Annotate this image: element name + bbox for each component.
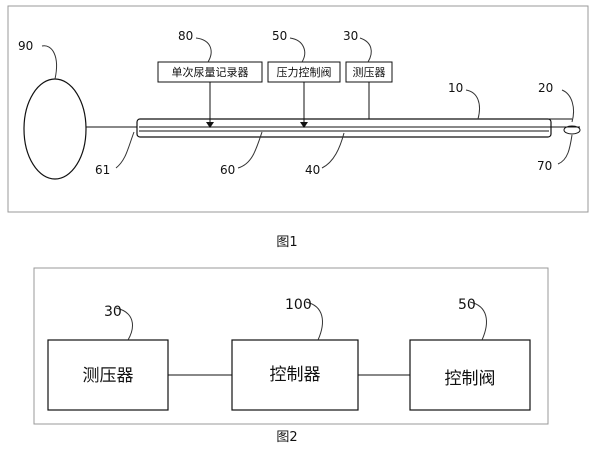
fig2-control-valve-label: 控制阀 <box>445 369 496 389</box>
ref-10: 10 <box>448 81 463 95</box>
ref-80: 80 <box>178 29 193 43</box>
recorder-arrowhead <box>206 122 214 128</box>
leader-50 <box>289 37 306 63</box>
balloon-70 <box>563 125 581 135</box>
leader-70 <box>557 134 573 165</box>
recorder-label: 单次尿量记录器 <box>172 65 249 79</box>
ref-70: 70 <box>537 159 552 173</box>
manometer-label: 测压器 <box>353 66 386 79</box>
fig2-ref-100: 100 <box>285 297 312 313</box>
leader-90 <box>41 45 57 80</box>
fig2-ref-30: 30 <box>104 304 122 320</box>
figure1-caption: 图1 <box>276 235 297 250</box>
ref-60: 60 <box>220 163 235 177</box>
pressure-valve-label: 压力控制阀 <box>277 65 332 79</box>
ref-20: 20 <box>538 81 553 95</box>
leader-fig2-100 <box>305 301 323 341</box>
ref-90: 90 <box>18 39 33 53</box>
leader-80 <box>195 37 212 63</box>
leader-40 <box>321 132 345 169</box>
ref-50: 50 <box>272 29 287 43</box>
bladder-ellipse <box>23 78 87 180</box>
leader-61 <box>115 131 135 169</box>
figure2-caption: 图2 <box>276 430 297 445</box>
catheter-tube <box>136 118 552 138</box>
ref-40: 40 <box>305 163 320 177</box>
fig2-manometer-label: 测压器 <box>83 366 134 386</box>
leader-60 <box>237 131 263 169</box>
ref-30: 30 <box>343 29 358 43</box>
ref-61: 61 <box>95 163 110 177</box>
leader-fig2-50 <box>469 301 487 341</box>
figure2-frame <box>33 267 549 425</box>
leader-10 <box>465 89 480 120</box>
leader-fig2-30 <box>115 307 133 341</box>
leader-30 <box>359 37 372 63</box>
leader-20 <box>561 89 575 123</box>
fig2-controller-label: 控制器 <box>270 365 321 385</box>
valve-arrowhead <box>300 122 308 128</box>
fig2-ref-50: 50 <box>458 297 476 313</box>
figure1-frame <box>7 5 589 213</box>
